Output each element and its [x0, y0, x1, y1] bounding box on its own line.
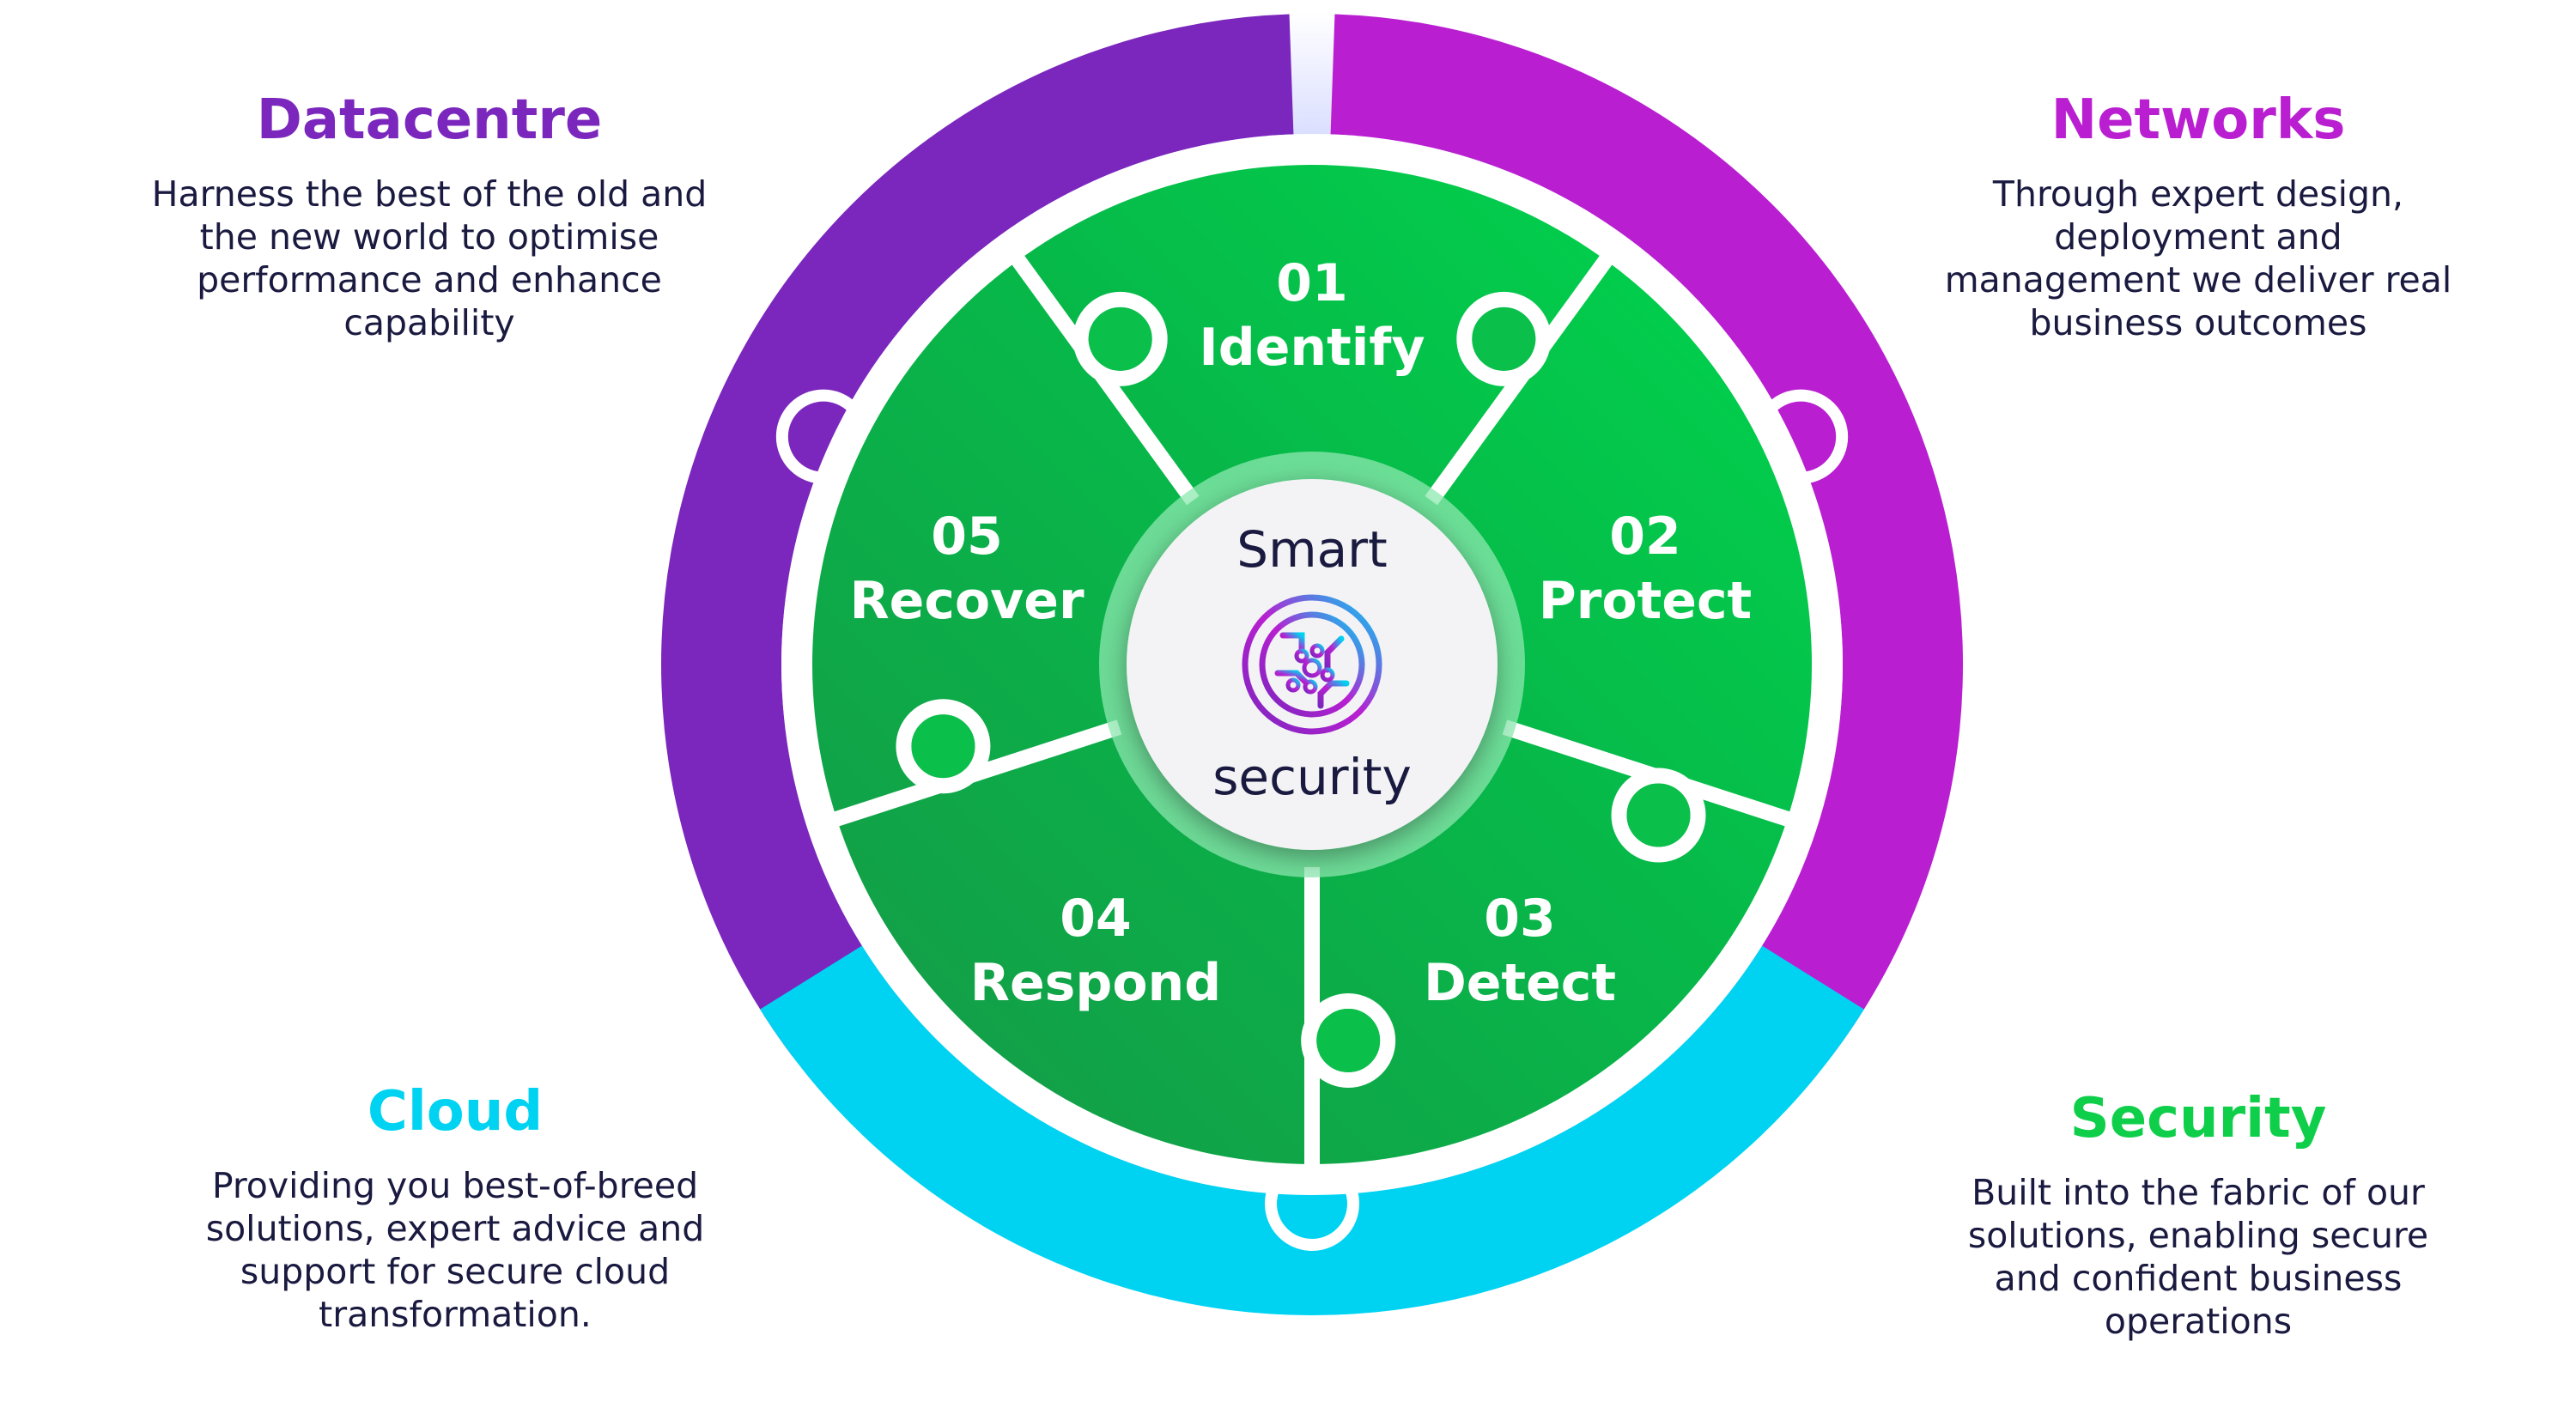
- section-cloud-line: transformation.: [319, 1294, 592, 1336]
- puzzle-knob: [896, 699, 991, 794]
- networks-arc: [1330, 14, 1963, 1057]
- puzzle-knob: [1072, 291, 1168, 386]
- section-security-line: operations: [2104, 1301, 2293, 1343]
- section-networks-line: business outcomes: [2029, 302, 2367, 344]
- puzzle-knob-fill: [911, 714, 975, 779]
- center-hub: Smart security: [1099, 452, 1525, 877]
- section-security-description: Built into the fabric of our solutions, …: [1889, 1171, 2507, 1343]
- segment-03-label: Detect: [1424, 953, 1616, 1013]
- segment-03-number: 03: [1484, 889, 1556, 949]
- puzzle-knob: [1456, 291, 1552, 386]
- datacentre-arc: [660, 14, 1294, 1057]
- section-networks-line: management we deliver real: [1944, 259, 2452, 301]
- puzzle-separators: [832, 254, 1792, 1166]
- puzzle-knob-fill: [1472, 306, 1536, 371]
- segment-03: 03 Detect: [1424, 889, 1616, 1013]
- segment-05-label: Recover: [849, 571, 1084, 631]
- segment-02: 02 Protect: [1539, 507, 1752, 631]
- segment-01: 01 Identify: [1199, 253, 1425, 378]
- section-cloud-title: Cloud: [367, 1080, 544, 1144]
- section-datacentre-line: Harness the best of the old and: [151, 173, 708, 215]
- section-cloud-line: support for secure cloud: [240, 1251, 671, 1293]
- puzzle-knob: [1301, 992, 1396, 1088]
- section-security-line: solutions, enabling secure: [1967, 1215, 2429, 1257]
- segment-labels: 01 Identify 02 Protect 03 Detect 04 Resp…: [849, 253, 1752, 1013]
- puzzle-knob-fill: [1088, 306, 1152, 371]
- section-datacentre: Datacentre Harness the best of the old a…: [120, 90, 738, 344]
- section-cloud-line: Providing you best-of-breed: [211, 1165, 699, 1207]
- puzzle-knob: [1611, 768, 1706, 863]
- cloud-arc: [760, 945, 1864, 1316]
- segment-05-number: 05: [931, 507, 1003, 567]
- segment-01-number: 01: [1276, 253, 1348, 313]
- segment-01-label: Identify: [1199, 318, 1425, 378]
- segment-02-number: 02: [1609, 507, 1681, 567]
- center-title-line2: security: [1212, 748, 1412, 806]
- segment-04-number: 04: [1060, 889, 1132, 949]
- section-cloud: Cloud Providing you best-of-breed soluti…: [146, 1082, 764, 1336]
- section-security-title: Security: [2069, 1087, 2327, 1150]
- section-networks-line: Through expert design,: [1992, 173, 2404, 215]
- segment-04-label: Respond: [970, 953, 1221, 1013]
- section-datacentre-description: Harness the best of the old and the new …: [120, 173, 738, 344]
- section-datacentre-line: performance and enhance: [197, 259, 662, 301]
- segment-04: 04 Respond: [970, 889, 1221, 1013]
- section-networks-title: Networks: [2050, 88, 2346, 152]
- segment-02-label: Protect: [1539, 571, 1752, 631]
- section-security-line: and confident business: [1994, 1258, 2403, 1300]
- section-security: Security Built into the fabric of our so…: [1889, 1089, 2507, 1343]
- section-datacentre-title: Datacentre: [256, 88, 603, 152]
- center-hub-disc: [1127, 479, 1498, 850]
- section-networks-line: deployment and: [2054, 216, 2342, 258]
- section-security-line: Built into the fabric of our: [1971, 1172, 2425, 1214]
- section-cloud-line: solutions, expert advice and: [205, 1208, 705, 1250]
- segment-05: 05 Recover: [849, 507, 1084, 631]
- puzzle-knob-fill: [1316, 1008, 1381, 1072]
- puzzle-knob-fill: [1626, 783, 1691, 847]
- section-networks-description: Through expert design, deployment and ma…: [1889, 173, 2507, 344]
- section-datacentre-line: the new world to optimise: [199, 216, 659, 258]
- section-datacentre-line: capability: [343, 302, 515, 344]
- center-title-line1: Smart: [1236, 520, 1387, 579]
- circuit-chip-icon: [1242, 594, 1382, 735]
- section-cloud-description: Providing you best-of-breed solutions, e…: [146, 1164, 764, 1336]
- section-networks: Networks Through expert design, deployme…: [1889, 90, 2507, 344]
